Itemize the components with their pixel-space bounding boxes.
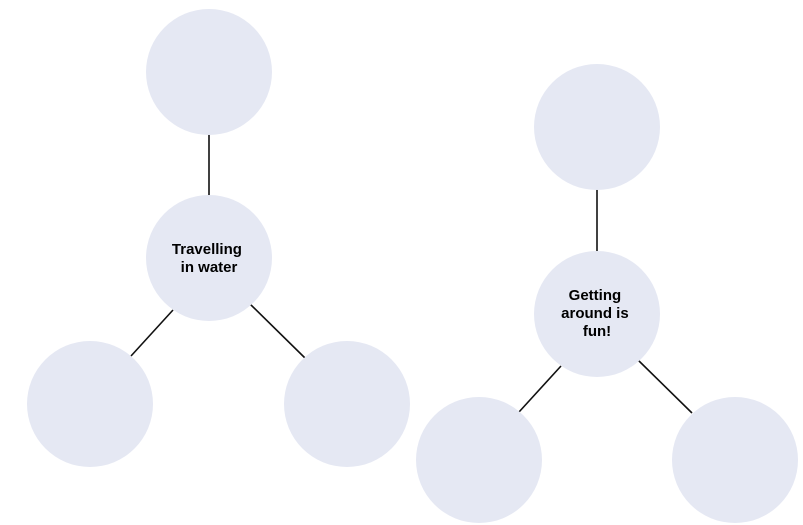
spider-map-travelling-in-water: Travelling in water [27,9,410,467]
satellite-bubble-bottom-right [672,397,798,523]
connector-bottom-left [518,365,562,413]
center-bubble [534,251,660,377]
center-label-line: Getting [569,287,622,304]
center-label: Getting around is fun! [561,287,633,340]
center-label-line: around is [561,305,629,322]
spider-map-getting-around: Getting around is fun! [416,64,798,523]
satellite-bubble-bottom-right [284,341,410,467]
connector-bottom-left [130,309,174,357]
center-label-line: in water [181,259,238,276]
center-label: Travelling in water [172,241,246,276]
connector-bottom-right [637,359,693,414]
satellite-bubble-top [534,64,660,190]
center-label-line: Travelling [172,241,242,258]
center-label-line: fun! [583,323,611,340]
connector-bottom-right [249,303,306,359]
satellite-bubble-top [146,9,272,135]
satellite-bubble-bottom-left [27,341,153,467]
satellite-bubble-bottom-left [416,397,542,523]
center-bubble [146,195,272,321]
